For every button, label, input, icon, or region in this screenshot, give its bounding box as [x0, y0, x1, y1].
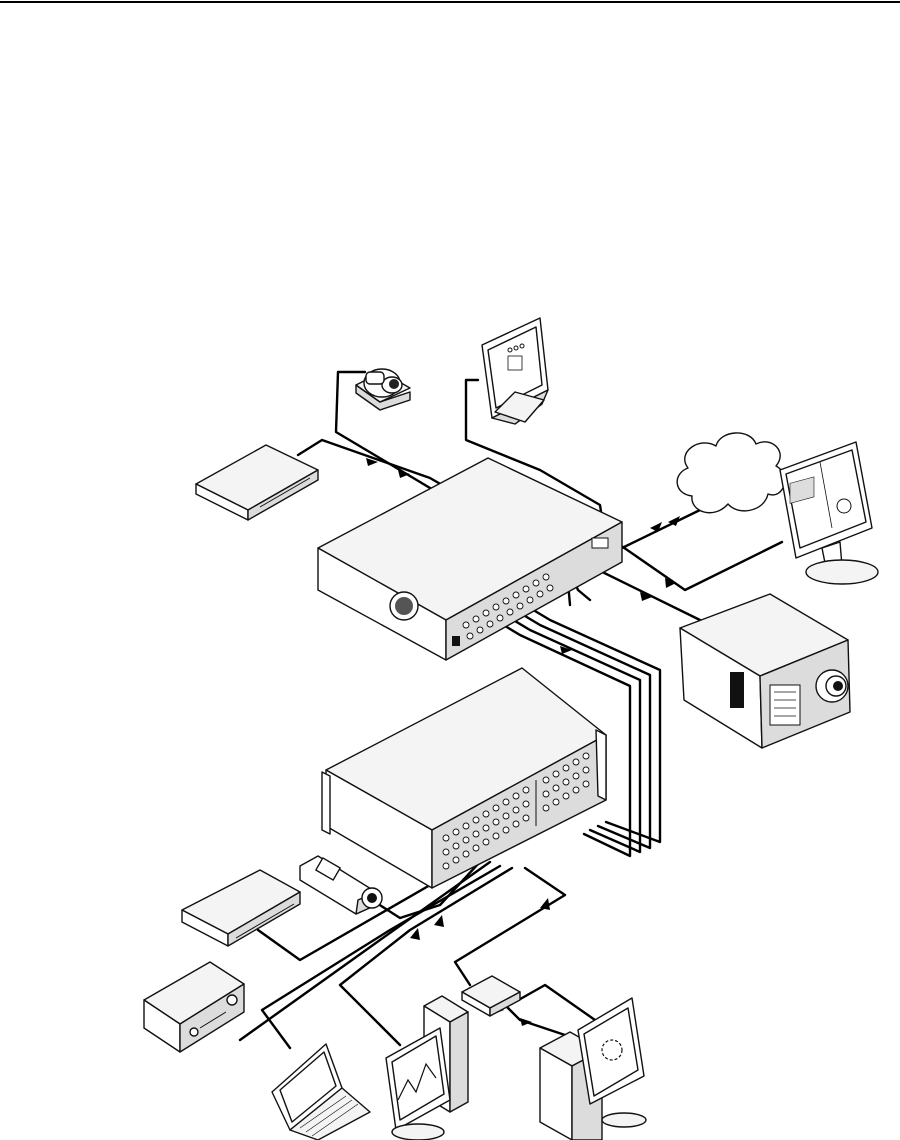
desktop-pc — [386, 996, 468, 1140]
dvd-player — [182, 870, 300, 946]
switcher — [318, 458, 622, 660]
av-receiver — [144, 962, 244, 1052]
cable-workstation-2 — [515, 985, 595, 1020]
ptz-camera — [356, 369, 410, 410]
camcorder — [300, 856, 382, 914]
lcd-monitor — [780, 442, 878, 584]
projector — [680, 594, 850, 748]
cable-interface — [455, 868, 565, 985]
arrow-12 — [520, 1018, 532, 1026]
cable-monitor — [620, 542, 782, 590]
touchpanel — [482, 318, 548, 424]
arrow-9 — [434, 915, 444, 927]
cable-network — [622, 508, 712, 548]
network-cloud — [677, 433, 785, 513]
matrix-switcher — [322, 668, 606, 888]
arrow-10 — [540, 898, 550, 910]
laptop — [272, 1044, 370, 1140]
media-player — [196, 445, 318, 520]
